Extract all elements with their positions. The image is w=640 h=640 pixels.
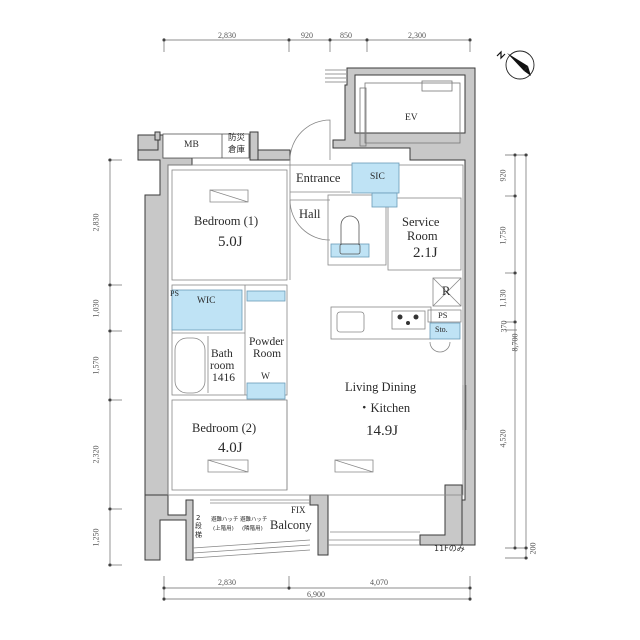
label-storage-line2: 倉庫 — [228, 145, 246, 155]
label-ldk-line2: ・Kitchen — [358, 401, 411, 415]
dim-right-1: 920 — [498, 169, 508, 182]
interior-walls — [167, 119, 467, 559]
label-sto: Sto. — [435, 325, 448, 334]
sic-area — [351, 162, 400, 194]
label-bedroom2-area: 4.0J — [218, 440, 243, 456]
label-service-room-area: 2.1J — [413, 245, 438, 261]
dim-left-5: 1,250 — [91, 528, 101, 547]
dim-right-extra: 200 — [528, 542, 538, 555]
dim-left-3: 1,570 — [91, 356, 101, 375]
label-storage-line1: 防災 — [228, 133, 246, 143]
dim-top-4: 2,300 — [408, 31, 426, 40]
sto-area — [429, 322, 461, 340]
label-service-room-line1: Service — [402, 215, 440, 229]
dim-left-1: 2,830 — [91, 213, 101, 232]
label-ladder-3: 梯 — [195, 531, 202, 539]
stove-icon — [397, 314, 419, 325]
mb-storage-outline — [162, 133, 250, 159]
dim-bottom-1: 2,830 — [218, 578, 236, 587]
label-balcony: Balcony — [270, 518, 312, 532]
label-ps-left: PS — [170, 289, 179, 298]
label-ev: EV — [405, 113, 418, 123]
label-bedroom1: Bedroom (1) — [194, 214, 259, 228]
elevator — [325, 69, 461, 147]
dim-right-4: 370 — [499, 320, 509, 333]
label-bedroom2: Bedroom (2) — [192, 421, 257, 435]
dim-top-2: 920 — [301, 31, 313, 40]
label-bathroom-line2: room — [210, 360, 235, 372]
label-r: R — [442, 284, 451, 298]
label-bathroom-size: 1416 — [212, 372, 235, 384]
label-entrance: Entrance — [296, 171, 341, 185]
dim-right-total: 8,700 — [510, 333, 520, 352]
label-hatch2-line1: 避難ハッチ — [240, 517, 268, 523]
storage-highlights — [171, 162, 461, 400]
label-wic: WIC — [197, 296, 216, 306]
dim-left-4: 2,320 — [91, 445, 101, 464]
label-ldk-line1: Living Dining — [345, 380, 417, 394]
label-service-room-line2: Room — [407, 229, 438, 243]
label-hatch1-line1: 避難ハッチ — [211, 517, 239, 523]
label-hatch1-line2: (上階用) — [213, 526, 234, 532]
label-bedroom1-area: 5.0J — [218, 234, 243, 250]
dim-right-3: 1,130 — [498, 289, 508, 308]
label-bathroom-line1: Bath — [211, 348, 233, 360]
dim-top-1: 2,830 — [218, 31, 236, 40]
dim-top-3: 850 — [340, 31, 352, 40]
label-powder-room-line1: Powder — [249, 336, 285, 348]
dim-bottom-2: 4,070 — [370, 578, 388, 587]
label-ladder-1: 2 — [196, 514, 201, 522]
dim-right-2: 1,750 — [498, 226, 508, 245]
dim-left-2: 1,030 — [91, 299, 101, 318]
label-floor-note: 11Fのみ — [434, 544, 465, 553]
dimension-lines — [108, 38, 528, 601]
label-mb: MB — [184, 140, 199, 150]
label-ldk-area: 14.9J — [366, 423, 399, 439]
north-arrow-icon — [496, 50, 535, 80]
label-sic: SIC — [370, 172, 385, 182]
label-powder-room-line2: Room — [253, 348, 282, 360]
label-fix: FIX — [291, 505, 306, 515]
dim-bottom-total: 6,900 — [307, 590, 325, 599]
label-washer: W — [261, 372, 270, 382]
wic-area — [171, 289, 243, 331]
toilet-icon — [339, 215, 361, 255]
label-hall: Hall — [299, 207, 321, 221]
label-hatch2-line2: (隣階用) — [242, 526, 263, 532]
label-ps-right: PS — [438, 310, 448, 320]
dim-right-5: 4,520 — [498, 429, 508, 448]
label-ladder-2: 段 — [195, 522, 202, 530]
